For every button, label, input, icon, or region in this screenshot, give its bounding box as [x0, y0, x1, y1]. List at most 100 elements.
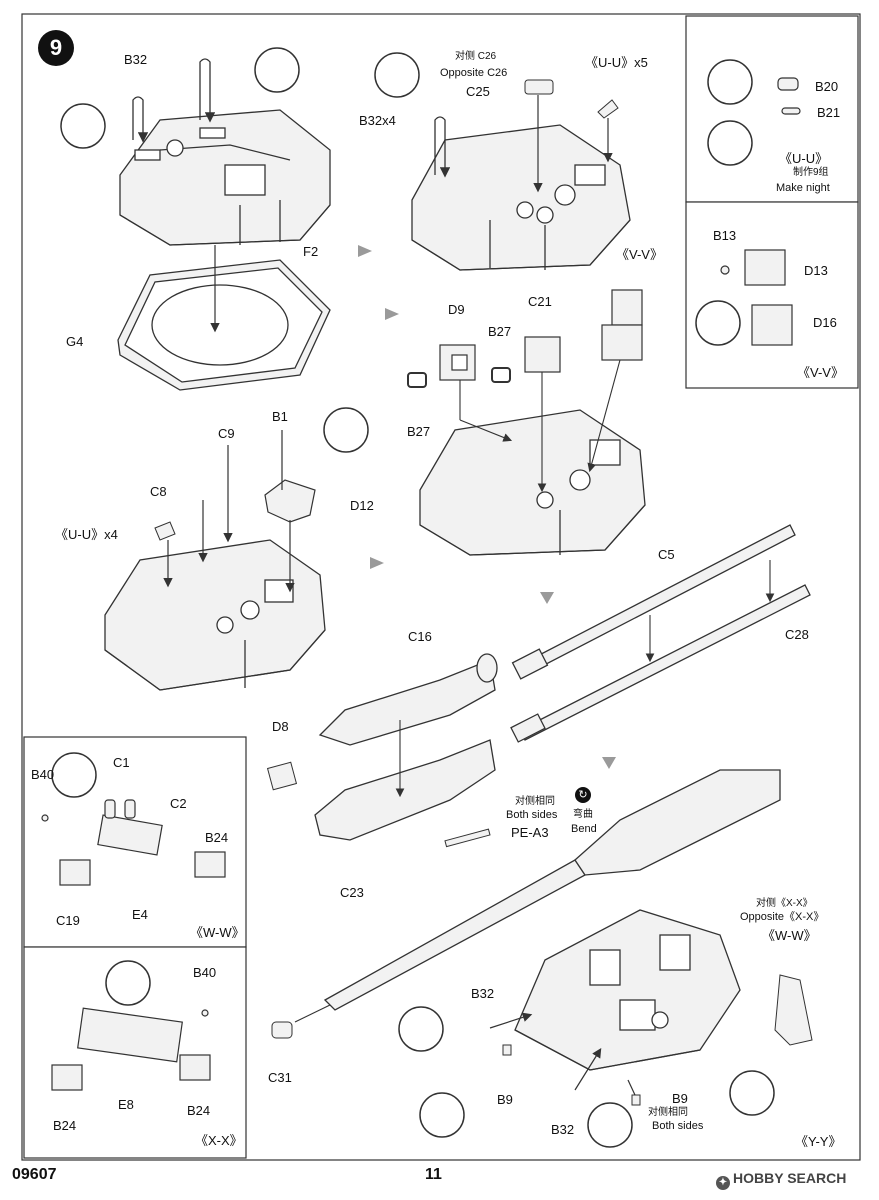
callout-bubbles	[51, 47, 775, 1148]
part-c25	[524, 79, 554, 95]
panel-uu-b20: B20	[815, 79, 839, 94]
turret-top-middle	[411, 124, 631, 271]
label-b9-en: Both sides	[652, 1120, 704, 1132]
label-b32-lower-a: B32	[471, 986, 495, 1001]
label-b27-a: B27	[488, 324, 512, 339]
label-b9-a: B9	[497, 1092, 513, 1107]
label-b32-lower-b: B32	[551, 1122, 575, 1137]
label-b1: B1	[272, 409, 288, 424]
label-c21: C21	[528, 294, 552, 309]
flow-arrows	[358, 245, 616, 769]
rods-b32-top	[132, 58, 216, 143]
watermark: ✦HOBBY SEARCH	[716, 1170, 846, 1190]
mantlet-c23	[314, 739, 496, 841]
panel-uu-title: 《U-U》	[779, 151, 829, 166]
label-b32x4: B32x4	[359, 113, 396, 128]
panel-xx-title: 《X-X》	[195, 1133, 243, 1148]
label-uu-x4: 《U-U》x4	[55, 527, 118, 542]
panel-xx-e8: E8	[118, 1097, 134, 1112]
watermark-logo-icon: ✦	[716, 1176, 730, 1190]
part-pe-a3	[444, 828, 491, 848]
label-yy: 《Y-Y》	[795, 1134, 842, 1149]
document-code: 09607	[12, 1166, 57, 1183]
label-d9: D9	[448, 302, 465, 317]
label-c23: C23	[340, 885, 364, 900]
label-uu-x5: 《U-U》x5	[585, 55, 648, 70]
part-uu-top	[597, 99, 619, 119]
panel-xx-b40: B40	[193, 965, 217, 980]
turret-middle	[419, 409, 646, 556]
part-b9-b	[631, 1094, 641, 1106]
label-c5: C5	[658, 547, 675, 562]
label-c16: C16	[408, 629, 432, 644]
panel-ww-title: 《W-W》	[190, 925, 245, 940]
label-c9: C9	[218, 426, 235, 441]
label-d8: D8	[272, 719, 289, 734]
part-vv-mid	[601, 289, 643, 361]
label-bend-cn: 弯曲	[573, 809, 593, 820]
panel-ww-b40: B40	[31, 767, 55, 782]
gasket-b27-a	[407, 372, 427, 388]
panel-vv-d16: D16	[813, 315, 837, 330]
label-c28: C28	[785, 627, 809, 642]
mantlet-c16	[318, 653, 498, 746]
panel-vv-d13: D13	[804, 263, 828, 278]
label-g4: G4	[66, 334, 84, 349]
panel-xx-b24-left: B24	[53, 1118, 77, 1133]
turret-lower-left	[104, 539, 326, 691]
label-both-cn: 对侧相同	[515, 796, 555, 807]
panel-ww-c2: C2	[170, 796, 187, 811]
label-c31: C31	[268, 1070, 292, 1085]
page-frame	[21, 13, 861, 1161]
panel-xx-b24-right: B24	[187, 1103, 211, 1118]
turret-top-left	[119, 109, 331, 246]
part-d12	[264, 479, 316, 523]
label-ww-ref: 《W-W》	[762, 928, 817, 943]
bend-icon: ↻	[575, 787, 591, 803]
part-ww-ref	[774, 974, 813, 1046]
page-number: 11	[425, 1166, 442, 1183]
part-c21	[524, 336, 561, 373]
label-xx-en: Opposite《X-X》	[740, 911, 825, 923]
panel-vv-frame	[685, 201, 859, 389]
label-bend-en: Bend	[571, 823, 597, 835]
panel-vv-b13: B13	[713, 228, 737, 243]
panel-vv-title: 《V-V》	[797, 365, 844, 380]
label-c26-en: Opposite C26	[440, 67, 508, 79]
panel-ww-c19: C19	[56, 913, 80, 928]
label-c26-cn: 对侧 C26	[455, 51, 497, 62]
label-d12: D12	[350, 498, 374, 513]
inset-parts	[41, 77, 801, 1091]
barrel-c5	[511, 524, 796, 680]
label-f2: F2	[303, 244, 319, 259]
label-both-en: Both sides	[506, 809, 558, 821]
label-xx-cn: 对侧《X-X》	[756, 898, 813, 909]
label-pe-a3: PE-A3	[511, 825, 549, 840]
panel-ww-e4: E4	[132, 907, 148, 922]
gasket-b27-b	[491, 367, 511, 383]
label-c25: C25	[466, 84, 490, 99]
panel-uu-make-cn: 制作9组	[793, 167, 829, 178]
part-uu-x4	[154, 521, 176, 541]
panel-uu-b21: B21	[817, 105, 841, 120]
label-vv-mid: 《V-V》	[616, 247, 663, 262]
label-b27-b: B27	[407, 424, 431, 439]
part-d8	[266, 761, 298, 791]
panel-ww-b24: B24	[205, 830, 229, 845]
panel-uu-make-en: Make night	[776, 182, 830, 194]
part-c31	[271, 1021, 293, 1039]
barrel-c28	[510, 584, 811, 743]
label-b32-top: B32	[124, 52, 148, 67]
part-d9	[439, 344, 476, 381]
panel-ww-c1: C1	[113, 755, 130, 770]
part-b9-a	[502, 1044, 512, 1056]
label-b9-cn: 对侧相同	[648, 1107, 688, 1118]
label-c8: C8	[150, 484, 167, 499]
final-assembly	[323, 769, 781, 1071]
step-number-badge: 9	[38, 30, 74, 66]
rods-b32x4	[434, 116, 451, 178]
label-b9-b: B9	[672, 1091, 688, 1106]
panel-uu-frame	[685, 15, 859, 203]
